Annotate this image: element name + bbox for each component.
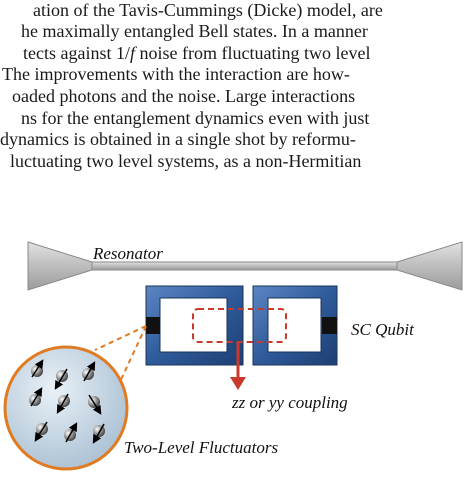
tls-sphere [3, 345, 129, 471]
resonator [27, 241, 463, 291]
circuit-figure: Resonator SC Qubit zz or yy coupling Two… [0, 228, 474, 493]
coupling-indicator [192, 308, 287, 390]
coupling-label: zz or yy coupling [232, 393, 348, 412]
text-line-7: dynamics is obtained in a single shot by… [0, 129, 356, 149]
text-line-5: oaded photons and the noise. Large inter… [12, 86, 356, 106]
text-line-1: ation of the Tavis-Cummings (Dicke) mode… [33, 0, 383, 20]
text-line-6: ns for the entanglement dynamics even wi… [21, 108, 370, 128]
text-line-2: he maximally entangled Bell states. In a… [21, 21, 368, 41]
fluctuators-label: Two-Level Fluctuators [124, 438, 279, 457]
resonator-left-taper [27, 241, 93, 291]
sc-qubit-left [145, 285, 244, 366]
figure-graphic [3, 241, 463, 471]
resonator-right-taper [396, 241, 463, 291]
text-line-4: The improvements with the interaction ar… [2, 64, 350, 84]
text-line-8: luctuating two level systems, as a non-H… [10, 151, 362, 171]
resonator-label: Resonator [93, 244, 163, 263]
text-line-3: tects against 1/f noise from fluctuating… [23, 43, 371, 63]
coupling-arrow-icon [230, 377, 246, 390]
sc-qubit-right [252, 285, 338, 366]
tls-zoom-lines [94, 325, 147, 387]
sc-qubit-label: SC Qubit [351, 320, 414, 339]
fluctuator-spins [29, 359, 105, 444]
